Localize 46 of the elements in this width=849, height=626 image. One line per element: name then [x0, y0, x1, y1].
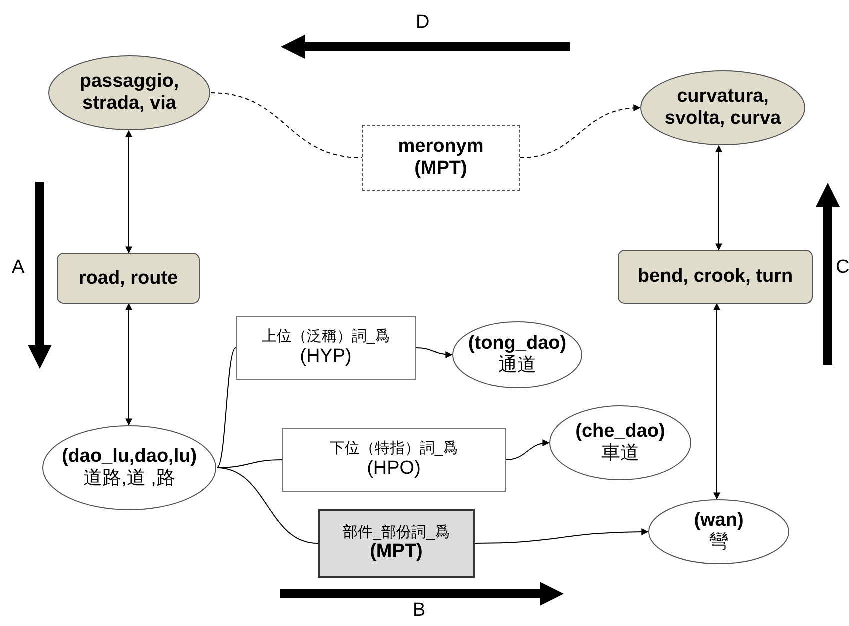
arrow [416, 348, 453, 358]
term-label: (wan) [694, 510, 744, 532]
term-ellipse [452, 321, 583, 389]
term-ellipse [48, 55, 211, 131]
connector-line [216, 468, 318, 544]
term-label: 彎 [710, 532, 728, 554]
term-ellipse [42, 425, 217, 511]
term-label: 車道 [602, 443, 640, 465]
relation-label: (HPO) [367, 458, 421, 480]
arrow-letter: A [12, 257, 25, 279]
term-label: meronym (MPT) [397, 136, 485, 180]
relation-label: (MPT) [370, 541, 423, 564]
arrow [520, 104, 641, 158]
term-label: bend, crook, turn [638, 266, 794, 288]
arrow [126, 130, 132, 254]
term-box [57, 253, 200, 304]
relation-label: 上位（泛稱）詞_爲 [262, 328, 390, 346]
term-box [618, 250, 813, 304]
arrow-letter: D [416, 12, 430, 34]
arrow [714, 303, 720, 500]
arrow [474, 528, 649, 544]
arrow [506, 440, 550, 460]
arrow-letter: C [836, 257, 849, 279]
term-label: 道路,道 ,路 [84, 468, 176, 490]
connector-line [216, 348, 236, 468]
term-ellipse [549, 405, 692, 481]
arrow [126, 303, 132, 426]
relation-label: 部件_部份詞_爲 [343, 524, 450, 542]
term-label: (tong_dao) [468, 333, 567, 355]
term-label: passaggio, strada, via [78, 71, 180, 115]
term-label: road, route [78, 268, 178, 290]
relation-label: 下位（特指）詞_爲 [330, 440, 458, 458]
relation-box [282, 428, 506, 492]
term-ellipse [640, 70, 806, 146]
term-label: (dao_lu,dao,lu) [62, 446, 198, 468]
arrow [716, 145, 722, 251]
term-label: curvatura, svolta, curva [664, 86, 782, 130]
relation-label: (HYP) [300, 346, 352, 368]
term-label: (che_dao) [576, 421, 666, 443]
relation-box [362, 125, 520, 191]
term-label: 通道 [498, 355, 536, 377]
relation-box [318, 509, 475, 578]
connector-line [210, 92, 362, 158]
arrow-letter: B [413, 600, 426, 622]
term-ellipse [648, 499, 790, 565]
relation-box [236, 316, 416, 380]
